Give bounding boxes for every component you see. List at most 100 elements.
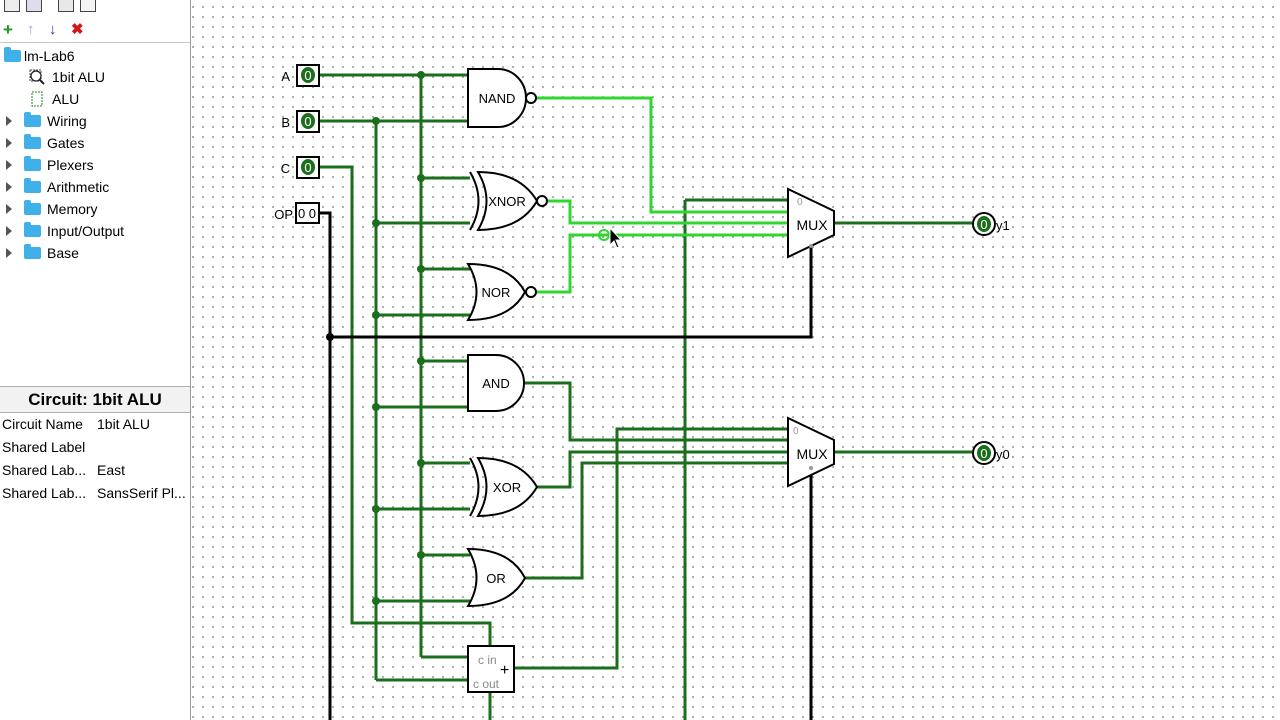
tree-lib-memory[interactable]: Memory: [0, 199, 190, 219]
library-label: Wiring: [47, 113, 87, 129]
tree-lib-wiring[interactable]: Wiring: [0, 111, 190, 131]
folder-icon: [24, 156, 41, 171]
expand-icon[interactable]: [6, 138, 12, 148]
xnor-back: [469, 171, 480, 231]
pin-value: 0: [304, 68, 311, 83]
remove-circuit-icon[interactable]: ✖: [71, 21, 84, 38]
xor-back: [469, 457, 480, 517]
tree-circuit-1bit-alu[interactable]: 1bit ALU: [0, 67, 190, 87]
attribute-value[interactable]: 1bit ALU: [97, 416, 150, 432]
attribute-key: Circuit Name: [2, 416, 83, 432]
gate-labels: NAND XNOR NOR AND XOR OR: [479, 91, 526, 586]
expand-icon[interactable]: [6, 160, 12, 170]
and-gate[interactable]: [467, 354, 525, 412]
attribute-panel-title: Circuit: 1bit ALU: [0, 386, 190, 413]
input-pin-a[interactable]: A 0: [281, 64, 320, 87]
project-root[interactable]: lm-Lab6: [0, 46, 190, 66]
nand-bubble: [525, 92, 537, 104]
select-bus: [319, 211, 813, 720]
library-label: Gates: [47, 135, 85, 151]
attribute-row[interactable]: Shared Lab... SansSerif Pl...: [2, 485, 188, 505]
xnor-gate[interactable]: [476, 170, 539, 232]
nor-gate[interactable]: [466, 262, 527, 322]
mux-lower[interactable]: MUX 0: [787, 416, 835, 488]
output-pin-y0[interactable]: 0 y0: [972, 441, 1010, 465]
move-down-icon[interactable]: ↓: [49, 21, 57, 38]
folder-icon: [24, 222, 41, 237]
circuit-canvas[interactable]: A 0 B 0 C 0 OP 0 0: [191, 0, 1280, 720]
folder-icon: [4, 47, 21, 62]
circuit-diagram[interactable]: A 0 B 0 C 0 OP 0 0: [191, 0, 1280, 720]
pin-value: 0: [980, 217, 987, 232]
gate-label: XNOR: [488, 194, 526, 209]
add-circuit-icon[interactable]: +: [3, 20, 13, 39]
mux-label: MUX: [796, 217, 828, 233]
gate-label: XOR: [493, 480, 521, 495]
library-label: Arithmetic: [47, 179, 110, 195]
library-label: Plexers: [47, 157, 94, 173]
pin-label: OP: [274, 207, 293, 222]
tree-lib-input-output[interactable]: Input/Output: [0, 221, 190, 241]
appearance-tool-icon[interactable]: [80, 0, 96, 12]
mux-label: MUX: [796, 446, 828, 462]
expand-icon[interactable]: [6, 226, 12, 236]
edit-tool-icon[interactable]: [4, 0, 20, 12]
adder-cin-label: c in: [478, 653, 497, 667]
input-pin-b[interactable]: B 0: [281, 110, 320, 133]
attribute-row[interactable]: Circuit Name 1bit ALU: [2, 416, 188, 436]
layout-tool-icon[interactable]: [58, 0, 74, 12]
or-gate[interactable]: [466, 547, 527, 608]
pin-label: y1: [996, 218, 1010, 233]
mouse-cursor-icon: [609, 226, 623, 249]
attribute-key: Shared Lab...: [2, 485, 87, 501]
mux-select-index: 0: [797, 197, 803, 208]
expand-icon[interactable]: [6, 182, 12, 192]
gate-label: AND: [482, 376, 509, 391]
attribute-value[interactable]: SansSerif Pl...: [97, 485, 186, 501]
simulate-tool-icon[interactable]: [26, 0, 42, 12]
xnor-bubble: [536, 195, 548, 207]
gate-label: OR: [486, 571, 506, 586]
pin-value: 0: [304, 160, 311, 175]
tree-lib-base[interactable]: Base: [0, 243, 190, 263]
input-pin-c[interactable]: C 0: [281, 156, 320, 179]
tree-lib-gates[interactable]: Gates: [0, 133, 190, 153]
tree-circuit-alu[interactable]: ALU: [0, 89, 190, 109]
wires: [319, 73, 972, 720]
attribute-key: Shared Lab...: [2, 462, 87, 478]
folder-icon: [24, 244, 41, 259]
expand-icon[interactable]: [6, 204, 12, 214]
folder-icon: [24, 112, 41, 127]
project-name: lm-Lab6: [24, 48, 75, 64]
magnifier-icon: [29, 69, 45, 85]
folder-icon: [24, 178, 41, 193]
explorer-panel: + ↑ ↓ ✖ lm-Lab6 1bit ALU ALU Wiring: [0, 0, 191, 720]
attribute-row[interactable]: Shared Label: [2, 439, 188, 459]
attribute-row[interactable]: Shared Lab... East: [2, 462, 188, 482]
circuit-icon: [31, 91, 43, 107]
library-label: Memory: [47, 201, 98, 217]
output-pin-y1[interactable]: 0 y1: [972, 212, 1010, 236]
expand-icon[interactable]: [6, 248, 12, 258]
mux-upper[interactable]: MUX 0: [787, 187, 835, 259]
library-label: Input/Output: [47, 223, 125, 239]
full-adder[interactable]: [467, 645, 515, 693]
attribute-key: Shared Label: [2, 439, 86, 455]
logic-gates: [466, 68, 548, 693]
adder-plus-icon: +: [500, 662, 509, 679]
folder-icon: [24, 200, 41, 215]
tree-lib-arithmetic[interactable]: Arithmetic: [0, 177, 190, 197]
attribute-value[interactable]: East: [97, 462, 126, 478]
xor-gate[interactable]: [476, 456, 539, 518]
active-wires: [536, 96, 788, 294]
input-pin-op[interactable]: OP 0 0: [274, 202, 320, 224]
pin-value: 0: [980, 446, 987, 461]
nor-bubble: [525, 286, 537, 298]
pin-label: y0: [996, 447, 1010, 462]
circuit-label: ALU: [52, 91, 80, 107]
gate-label: NAND: [479, 91, 516, 106]
tree-lib-plexers[interactable]: Plexers: [0, 155, 190, 175]
expand-icon[interactable]: [6, 116, 12, 126]
adder-labels: c in c out +: [473, 653, 509, 691]
move-up-icon[interactable]: ↑: [27, 21, 35, 38]
